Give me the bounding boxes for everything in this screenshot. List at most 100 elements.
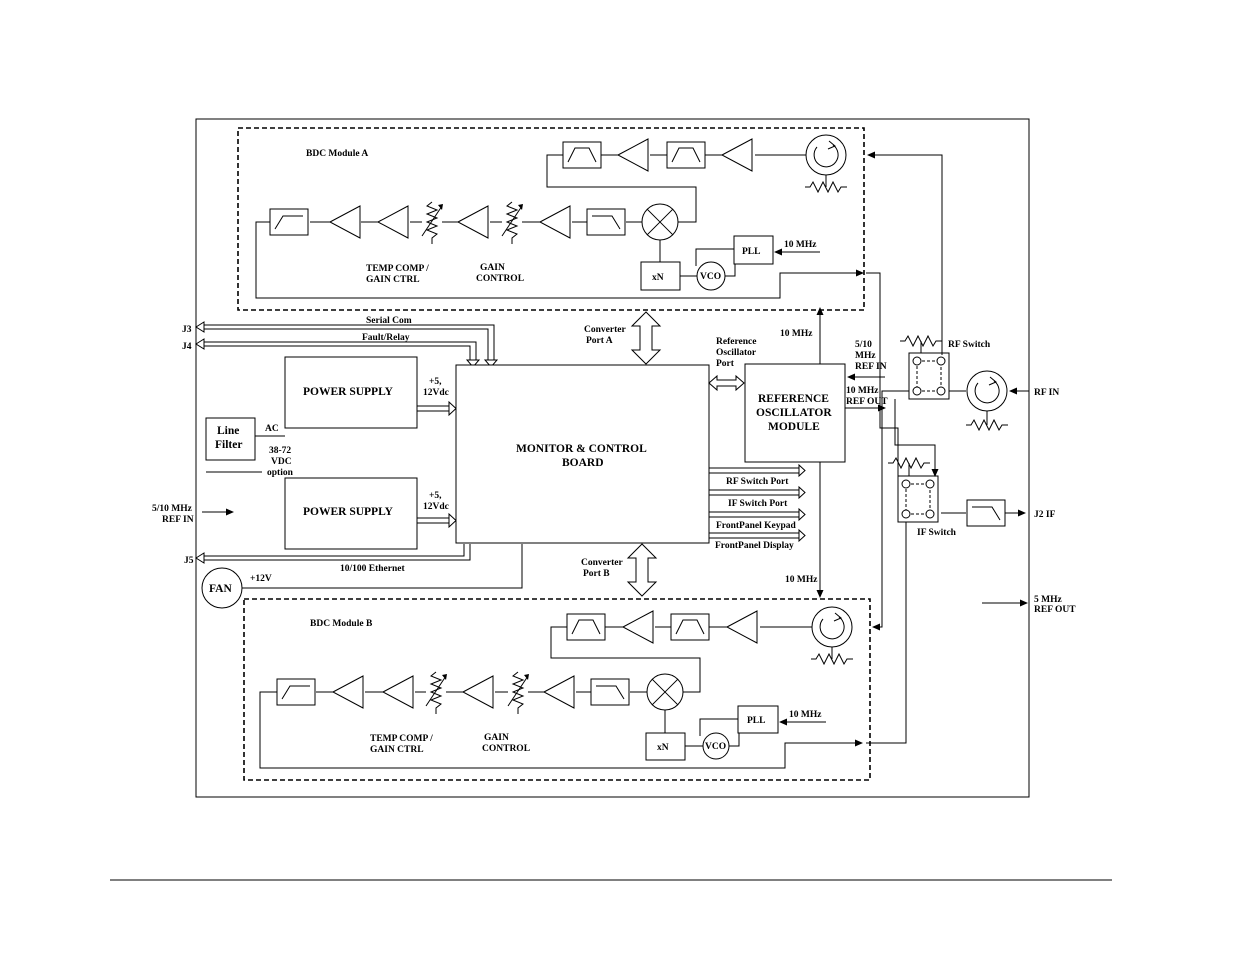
connector-lines xyxy=(195,321,499,564)
ref-out-10-label: 10 MHz xyxy=(846,386,879,396)
amplifier-icon xyxy=(721,138,753,172)
vco-label: VCO xyxy=(705,742,726,752)
variable-attenuator-icon xyxy=(507,671,530,715)
if-switch-icon xyxy=(897,475,939,523)
power-supply-1 xyxy=(284,356,418,429)
keypad-port-label: FrontPanel Keypad xyxy=(716,521,797,531)
rf-in-label: RF IN xyxy=(1034,388,1059,398)
j3-label: J3 xyxy=(182,325,192,335)
ref-out-5-label: REF OUT xyxy=(1034,605,1076,615)
reference-oscillator-module xyxy=(744,363,846,463)
mc-board-label: MONITOR & CONTROL xyxy=(516,443,647,455)
if-filter-icon xyxy=(966,499,1006,527)
pll-label: PLL xyxy=(747,716,765,726)
circulator-icon xyxy=(811,606,853,648)
multiplier-label: xN xyxy=(652,273,664,283)
power-supply-2 xyxy=(284,477,418,550)
ref-osc-port-label: Reference xyxy=(716,337,756,347)
variable-attenuator-icon xyxy=(425,671,448,715)
ref-osc-port-label: Port xyxy=(716,359,735,369)
amplifier-icon xyxy=(457,205,489,239)
bandpass-filter-icon xyxy=(666,141,706,169)
lowpass-filter-icon xyxy=(269,208,309,236)
rf-switch-icon xyxy=(908,352,950,400)
ref-osc-label: MODULE xyxy=(768,421,820,433)
rf-switch xyxy=(899,335,950,400)
rf-in-circulator-icon xyxy=(966,370,1008,412)
temp-comp-label: GAIN CTRL xyxy=(370,745,424,755)
ref-in-510-label: MHz xyxy=(855,351,876,361)
rf-switch-port-label: RF Switch Port xyxy=(726,477,789,487)
if-switch-label: IF Switch xyxy=(917,528,957,538)
ac-label: AC xyxy=(265,424,279,434)
dc-option-label: VDC xyxy=(271,457,292,467)
module-a-boundary xyxy=(237,127,865,311)
voltage-label: +5, xyxy=(429,377,442,387)
bandpass-filter-icon xyxy=(670,613,710,641)
ref-osc-port-label: Oscillator xyxy=(716,348,757,358)
voltage-label: 12Vdc xyxy=(423,502,449,512)
bandpass-filter-icon xyxy=(566,613,606,641)
vco-label: VCO xyxy=(700,272,721,282)
ethernet-label: 10/100 Ethernet xyxy=(340,564,405,574)
amplifier-icon xyxy=(539,205,571,239)
lowpass-filter-icon xyxy=(276,678,316,706)
amplifier-icon xyxy=(377,205,409,239)
ref-out-5-label: 5 MHz xyxy=(1034,595,1062,605)
line-filter-label: Filter xyxy=(215,439,242,451)
gain-control-label: GAIN xyxy=(480,263,505,273)
dc-option-label: option xyxy=(267,468,294,478)
converter-port-b-label: Port B xyxy=(583,569,610,579)
highpass-filter-icon xyxy=(586,208,626,236)
amplifier-icon xyxy=(617,138,649,172)
ref-osc-label: OSCILLATOR xyxy=(756,407,832,419)
dc-option-label: 38-72 xyxy=(269,446,291,456)
multiplier-label: xN xyxy=(657,743,669,753)
ten-mhz-top-label: 10 MHz xyxy=(780,329,813,339)
if-switch xyxy=(887,457,939,523)
temp-comp-label: GAIN CTRL xyxy=(366,275,420,285)
multiplier-block xyxy=(640,261,681,291)
module-b-title: BDC Module B xyxy=(310,619,373,629)
ref-10mhz-label: 10 MHz xyxy=(784,240,817,250)
multiplier-block xyxy=(645,732,686,761)
gain-control-label: CONTROL xyxy=(482,744,530,754)
ref-osc-label: REFERENCE xyxy=(758,393,829,405)
if-switch-port-label: IF Switch Port xyxy=(728,499,788,509)
converter-port-a-arrow xyxy=(630,311,662,365)
circulator-icon xyxy=(805,134,847,176)
power-supply-label: POWER SUPPLY xyxy=(303,386,394,398)
voltage-label: +5, xyxy=(429,491,442,501)
amplifier-icon xyxy=(622,610,654,644)
ref-in-510-label: REF IN xyxy=(855,362,887,372)
amplifier-icon xyxy=(329,205,361,239)
ref-in-left-label: REF IN xyxy=(162,515,194,525)
module-b-boundary xyxy=(243,598,871,781)
temp-comp-label: TEMP COMP / xyxy=(370,734,433,744)
ref-10mhz-label: 10 MHz xyxy=(789,710,822,720)
j4-label: J4 xyxy=(182,342,192,352)
pll-label: PLL xyxy=(742,247,760,257)
gain-control-label: GAIN xyxy=(484,733,509,743)
rf-switch-label: RF Switch xyxy=(948,340,991,350)
pll-block xyxy=(733,235,774,265)
power-arrows xyxy=(417,400,457,529)
ref-in-510-label: 5/10 xyxy=(855,340,872,350)
j5-label: J5 xyxy=(184,556,194,566)
amplifier-icon xyxy=(382,675,414,709)
amplifier-icon xyxy=(332,675,364,709)
serial-com-label: Serial Com xyxy=(366,316,412,326)
mc-board-label: BOARD xyxy=(562,457,604,469)
ten-mhz-bottom-label: 10 MHz xyxy=(785,575,818,585)
bdc-module-a: BDC Module A xN xyxy=(237,127,865,311)
ref-osc-port-arrow xyxy=(708,374,745,392)
variable-attenuator-icon xyxy=(421,201,444,245)
fan-voltage-label: +12V xyxy=(250,574,272,584)
bandpass-filter-icon xyxy=(562,141,602,169)
line-filter-label: Line xyxy=(217,425,239,437)
amplifier-icon xyxy=(462,675,494,709)
mixer-icon xyxy=(641,203,679,241)
fan-label: FAN xyxy=(209,583,232,595)
fault-relay-label: Fault/Relay xyxy=(362,333,410,343)
amplifier-icon xyxy=(543,675,575,709)
